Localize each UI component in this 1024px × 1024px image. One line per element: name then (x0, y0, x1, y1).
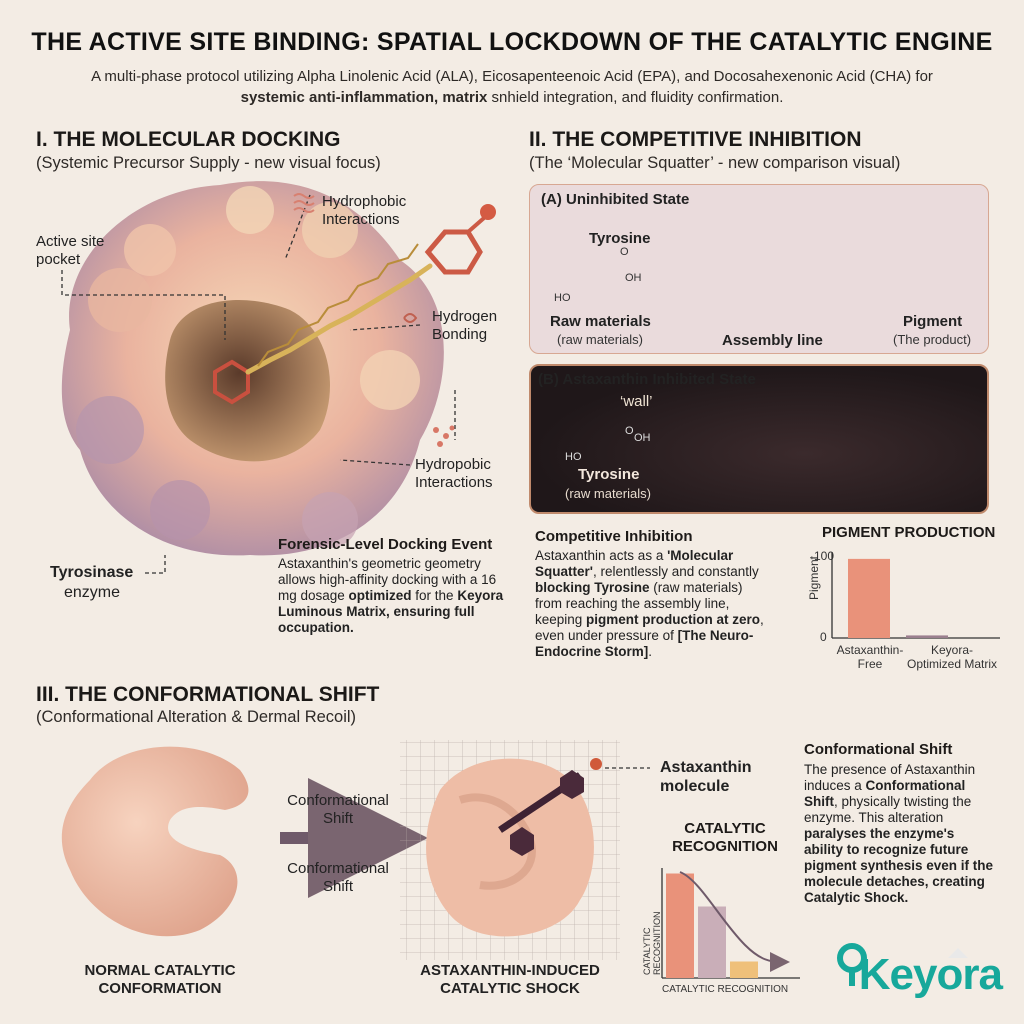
panel-b-mol-oh: OH (634, 432, 651, 444)
section3-title: III. THE CONFORMATIONAL SHIFT (36, 683, 380, 706)
comp-text-5: . (648, 644, 653, 659)
comp-text-4: , even under pressure of (535, 612, 764, 643)
chart2-trend-arrow (679, 871, 790, 972)
arrow-label-conformational-shift-2: Conformational Shift (287, 860, 389, 895)
comp-bold-1: 'Molecular Squatter' (535, 548, 734, 579)
panel-b-heading: (B) Astaxanthin Inhibited State (538, 371, 756, 388)
section3-graphics (61, 740, 650, 960)
docking-text-1: Astaxanthin's geometric geometry allows … (278, 556, 497, 603)
tyrosinase-enzyme-illustration (61, 181, 496, 556)
panel-a-mol-o: O (620, 246, 629, 258)
docking-event-text: Astaxanthin's geometric geometry allows … (278, 556, 506, 636)
normal-conformation-label: NORMAL CATALYTIC CONFORMATION (84, 962, 236, 997)
label-enzyme: enzyme (64, 584, 121, 601)
comp-bold-4: [The Neuro-Endocrine Storm] (535, 628, 754, 659)
section2-title: II. THE COMPETITIVE INHIBITION (529, 128, 862, 151)
keyora-logo: KKeyora (834, 950, 1003, 1000)
label-hydropobic-interactions: Hydropobic Interactions (415, 456, 493, 491)
panel-a-mol-oh: OH (625, 272, 642, 284)
interaction-icons (293, 193, 455, 447)
pigment-production-chart (831, 552, 1000, 639)
subtitle-text-2: snhield integration, and fluidity confir… (487, 89, 784, 106)
keyora-logo-text: Keyora (858, 950, 1003, 999)
competitive-inhibition-text: Astaxanthin acts as a 'Molecular Squatte… (535, 548, 770, 660)
shift-text-2: , physically twisting the enzyme. This a… (804, 794, 972, 825)
chart1-bar-1 (906, 635, 948, 638)
arrow-label-conformational-shift-1: Conformational Shift (287, 792, 389, 827)
panel-a-raw-materials: Raw materials (550, 313, 651, 330)
comp-bold-3: pigment production at zero (586, 612, 761, 627)
chart2-bar-2 (730, 961, 758, 978)
section1-subtitle: (Systemic Precursor Supply - new visual … (36, 154, 381, 172)
keyora-logo-mark (837, 943, 968, 986)
chart1-bar-0 (848, 558, 890, 638)
catalytic-recognition-chart (661, 868, 800, 979)
label-tyrosinase: Tyrosinase (50, 564, 134, 581)
docking-event-heading: Forensic-Level Docking Event (278, 536, 493, 553)
panel-inhibited-state (529, 364, 989, 514)
label-hydrophobic-interactions: Hydrophobic Interactions (322, 193, 407, 228)
panel-a-mol-ho: HO (554, 292, 571, 304)
panel-a-tyrosine: Tyrosine (589, 230, 651, 247)
comp-bold-2: blocking Tyrosine (535, 580, 650, 595)
astaxanthin-molecule-label: Astaxanthin molecule (660, 759, 752, 795)
panel-b-mol-ho: HO (565, 451, 582, 463)
chart2-ylabel: CATALYTIC RECOGNITION (642, 911, 662, 975)
catalytic-shock-label: ASTAXANTHIN-INDUCED CATALYTIC SHOCK (420, 962, 600, 997)
section2-subtitle: (The ‘Molecular Squatter’ - new comparis… (529, 154, 901, 172)
chart1-title: PIGMENT PRODUCTION (822, 524, 996, 541)
label-hydrogen-bonding: Hydrogen Bonding (432, 308, 498, 343)
panel-a-raw-materials-sub: (raw materials) (557, 332, 643, 347)
competitive-inhibition-heading: Competitive Inhibition (535, 528, 693, 545)
panel-b-wall: ‘wall’ (620, 393, 653, 410)
docking-bold-1: optimized (348, 588, 412, 603)
chart2-bar-0 (666, 873, 694, 978)
shift-bold-2: paralyses the enzyme's ability to recogn… (804, 826, 994, 905)
label-active-site-pocket: Active site pocket (36, 233, 105, 268)
chart1-category-0: Astaxanthin-Free (836, 643, 904, 671)
panel-a-pigment-sub: (The product) (893, 332, 972, 347)
chart1-category-1: Keyora-Optimized Matrix (906, 643, 998, 671)
docking-bold-2: Keyora Luminous Matrix, ensuring full oc… (278, 588, 504, 635)
docking-text-2: for the (411, 588, 458, 603)
subtitle-bold-1: systemic anti-inflammation, matrix (240, 89, 488, 106)
page-subtitle: A multi-phase protocol utilizing Alpha L… (62, 66, 962, 108)
shift-text-1: The presence of Astaxanthin induces a (804, 762, 976, 793)
section1-leaders (61, 194, 456, 574)
page-title: THE ACTIVE SITE BINDING: SPATIAL LOCKDOW… (31, 28, 993, 56)
panel-uninhibited-state (529, 184, 989, 354)
conformational-shift-heading: Conformational Shift (804, 741, 953, 758)
shift-bold-1: Conformational Shift (804, 778, 966, 809)
comp-text-2: , relentlessly and constantly (592, 564, 759, 579)
panel-b-raw-materials-sub: (raw materials) (565, 486, 651, 501)
panel-a-pigment: Pigment (903, 313, 963, 330)
section1-title: I. THE MOLECULAR DOCKING (36, 128, 341, 151)
subtitle-text-1: A multi-phase protocol utilizing Alpha L… (91, 68, 933, 85)
chart2-xlabel: CATALYTIC RECOGNITION (662, 984, 789, 995)
panel-b-tyrosine: Tyrosine (578, 466, 640, 483)
panel-b-mol-o: O (625, 425, 634, 437)
chart1-ytick-bottom: 0 (820, 630, 827, 644)
chart2-bar-1 (698, 906, 726, 978)
conformational-shift-text: The presence of Astaxanthin induces a Co… (804, 762, 996, 906)
comp-text-3: (raw materials) from reaching the assemb… (535, 580, 743, 627)
panel-a-assembly-line: Assembly line (722, 332, 823, 349)
chart2-title: CATALYTIC RECOGNITION (672, 820, 778, 855)
panel-a-heading: (A) Uninhibited State (541, 191, 690, 208)
section3-subtitle: (Conformational Alteration & Dermal Reco… (36, 708, 357, 726)
chart1-ytick-top: 100 (814, 549, 835, 563)
comp-text-1: Astaxanthin acts as a (535, 548, 668, 563)
